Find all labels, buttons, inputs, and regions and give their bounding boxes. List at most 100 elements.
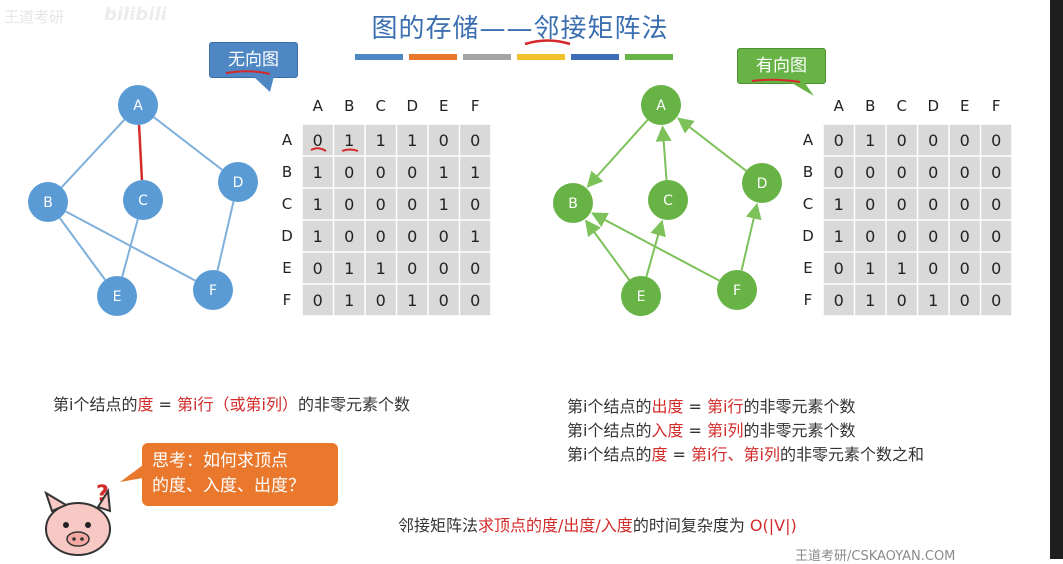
undirected-callout-tail: [253, 76, 274, 92]
directed-matrix-cell: 0: [834, 291, 844, 310]
formula-highlight: 第i行: [707, 397, 744, 416]
undirected-node-label-D: D: [233, 175, 244, 191]
formula-highlight: 度: [651, 445, 668, 464]
formula-highlight: 第i列: [707, 421, 744, 440]
undirected-row-header-E: E: [282, 259, 291, 277]
undirected-matrix-cell: 0: [439, 227, 449, 246]
title-bar-segment: [355, 54, 403, 60]
formula-text: 第i个结点的: [567, 397, 652, 416]
directed-matrix-cell: 0: [960, 259, 970, 278]
title-bar-segment: [517, 54, 565, 60]
directed-edge-F-B: [591, 212, 720, 282]
directed-matrix-cell: 0: [991, 291, 1001, 310]
formula-text: =: [667, 445, 692, 464]
think-line-2: 的度、入度、出度？: [152, 476, 305, 496]
directed-matrix-cell: 0: [834, 131, 844, 150]
directed-label-callout: 有向图: [737, 48, 826, 84]
directed-matrix-cell: 0: [834, 259, 844, 278]
undirected-col-header-D: D: [406, 97, 418, 115]
undirected-matrix-cell: 0: [376, 291, 386, 310]
undirected-matrix-cell: 1: [470, 227, 480, 246]
undirected-matrix-cell: 0: [376, 227, 386, 246]
undirected-row-header-C: C: [282, 195, 292, 213]
directed-callout-tail: [790, 82, 814, 96]
complexity-value: O(|V|): [749, 516, 797, 535]
undirected-node-label-F: F: [209, 283, 217, 299]
undirected-node-F: [193, 270, 233, 310]
directed-callout-underline: [751, 78, 801, 83]
directed-row-header-F: F: [804, 291, 813, 309]
directed-row-header-C: C: [803, 195, 813, 213]
directed-matrix-cell: 0: [928, 259, 938, 278]
directed-matrix-cell: 0: [991, 259, 1001, 278]
directed-edge-C-A: [655, 125, 672, 181]
directed-col-header-A: A: [834, 97, 845, 115]
undirected-matrix-cell: 0: [470, 259, 480, 278]
degree-formula: 第i个结点的度 = 第i行、第i列的非零元素个数之和: [567, 441, 924, 465]
directed-matrix-cell: 0: [960, 291, 970, 310]
ink-mark: [310, 147, 327, 152]
directed-matrix-cell: 0: [897, 227, 907, 246]
directed-node-label-E: E: [637, 289, 646, 305]
undirected-row-header-F: F: [283, 291, 292, 309]
undirected-col-header-B: B: [344, 97, 354, 115]
undirected-matrix-cell: 0: [344, 163, 354, 182]
directed-edge-A-B: [586, 119, 649, 188]
directed-matrix-cell: 0: [960, 163, 970, 182]
formula-text: =: [683, 397, 708, 416]
undirected-node-B: [28, 182, 68, 222]
directed-matrix-cell: 0: [960, 227, 970, 246]
undirected-matrix-cell: 1: [344, 131, 354, 150]
undirected-matrix-cell: 0: [376, 195, 386, 214]
formula-highlight: 出度: [651, 397, 684, 416]
directed-col-header-D: D: [927, 97, 939, 115]
directed-node-B: [553, 183, 593, 223]
directed-matrix-cell: 0: [991, 195, 1001, 214]
pig-mascot-icon: ?: [44, 482, 112, 556]
formula-highlight: 第i行、第i列: [691, 445, 780, 464]
directed-col-header-E: E: [960, 97, 969, 115]
directed-col-header-B: B: [865, 97, 875, 115]
directed-node-D: [742, 163, 782, 203]
undirected-matrix-cell: 1: [376, 259, 386, 278]
undirected-edge-A-B: [60, 118, 126, 189]
complexity-statement: 邻接矩阵法求顶点的度/出度/入度的时间复杂度为 O(|V|): [398, 512, 797, 536]
directed-matrix-cell: 1: [834, 195, 844, 214]
directed-matrix-cell: 0: [928, 227, 938, 246]
undirected-matrix-cell: 1: [407, 291, 417, 310]
undirected-node-label-A: A: [133, 98, 143, 114]
undirected-matrix-cell: 1: [313, 227, 323, 246]
formula-highlight: 第i行（或第i列）: [177, 395, 298, 414]
undirected-matrix-cell: 0: [470, 195, 480, 214]
undirected-matrix-cell: 0: [344, 195, 354, 214]
watermark-bottom: 王道考研/CSKAOYAN.COM: [795, 549, 956, 564]
formula-text: 第i个结点的: [567, 421, 652, 440]
undirected-matrix-cell: 0: [344, 227, 354, 246]
directed-edge-D-A: [677, 117, 747, 172]
directed-col-header-F: F: [992, 97, 1001, 115]
undirected-callout-underline: [225, 70, 271, 75]
undirected-matrix-cell: 0: [407, 163, 417, 182]
undirected-matrix-cell: 0: [439, 131, 449, 150]
think-bubble-tail: [120, 465, 143, 482]
formula-text: 的非零元素个数: [297, 395, 410, 414]
undirected-row-header-D: D: [281, 227, 293, 245]
think-line-1: 思考：如何求顶点: [152, 451, 288, 471]
directed-row-header-A: A: [803, 131, 814, 149]
directed-matrix-cell: 0: [991, 163, 1001, 182]
directed-edge-F-D: [740, 202, 762, 271]
undirected-row-header-A: A: [282, 131, 293, 149]
complexity-highlight: 求顶点的度/出度/入度: [478, 516, 633, 535]
formula-highlight: 入度: [651, 421, 684, 440]
undirected-matrix-cell: 1: [344, 259, 354, 278]
indegree-formula: 第i个结点的入度 = 第i列的非零元素个数: [567, 417, 856, 441]
directed-matrix-cell: 1: [865, 131, 875, 150]
directed-node-A: [641, 85, 681, 125]
directed-matrix-cell: 1: [834, 227, 844, 246]
undirected-matrix-cell: 1: [407, 131, 417, 150]
directed-matrix-cell: 0: [897, 291, 907, 310]
title-bar-segment: [571, 54, 619, 60]
think-bubble: 思考：如何求顶点 的度、入度、出度？: [142, 443, 338, 506]
undirected-matrix-cell: 0: [313, 291, 323, 310]
